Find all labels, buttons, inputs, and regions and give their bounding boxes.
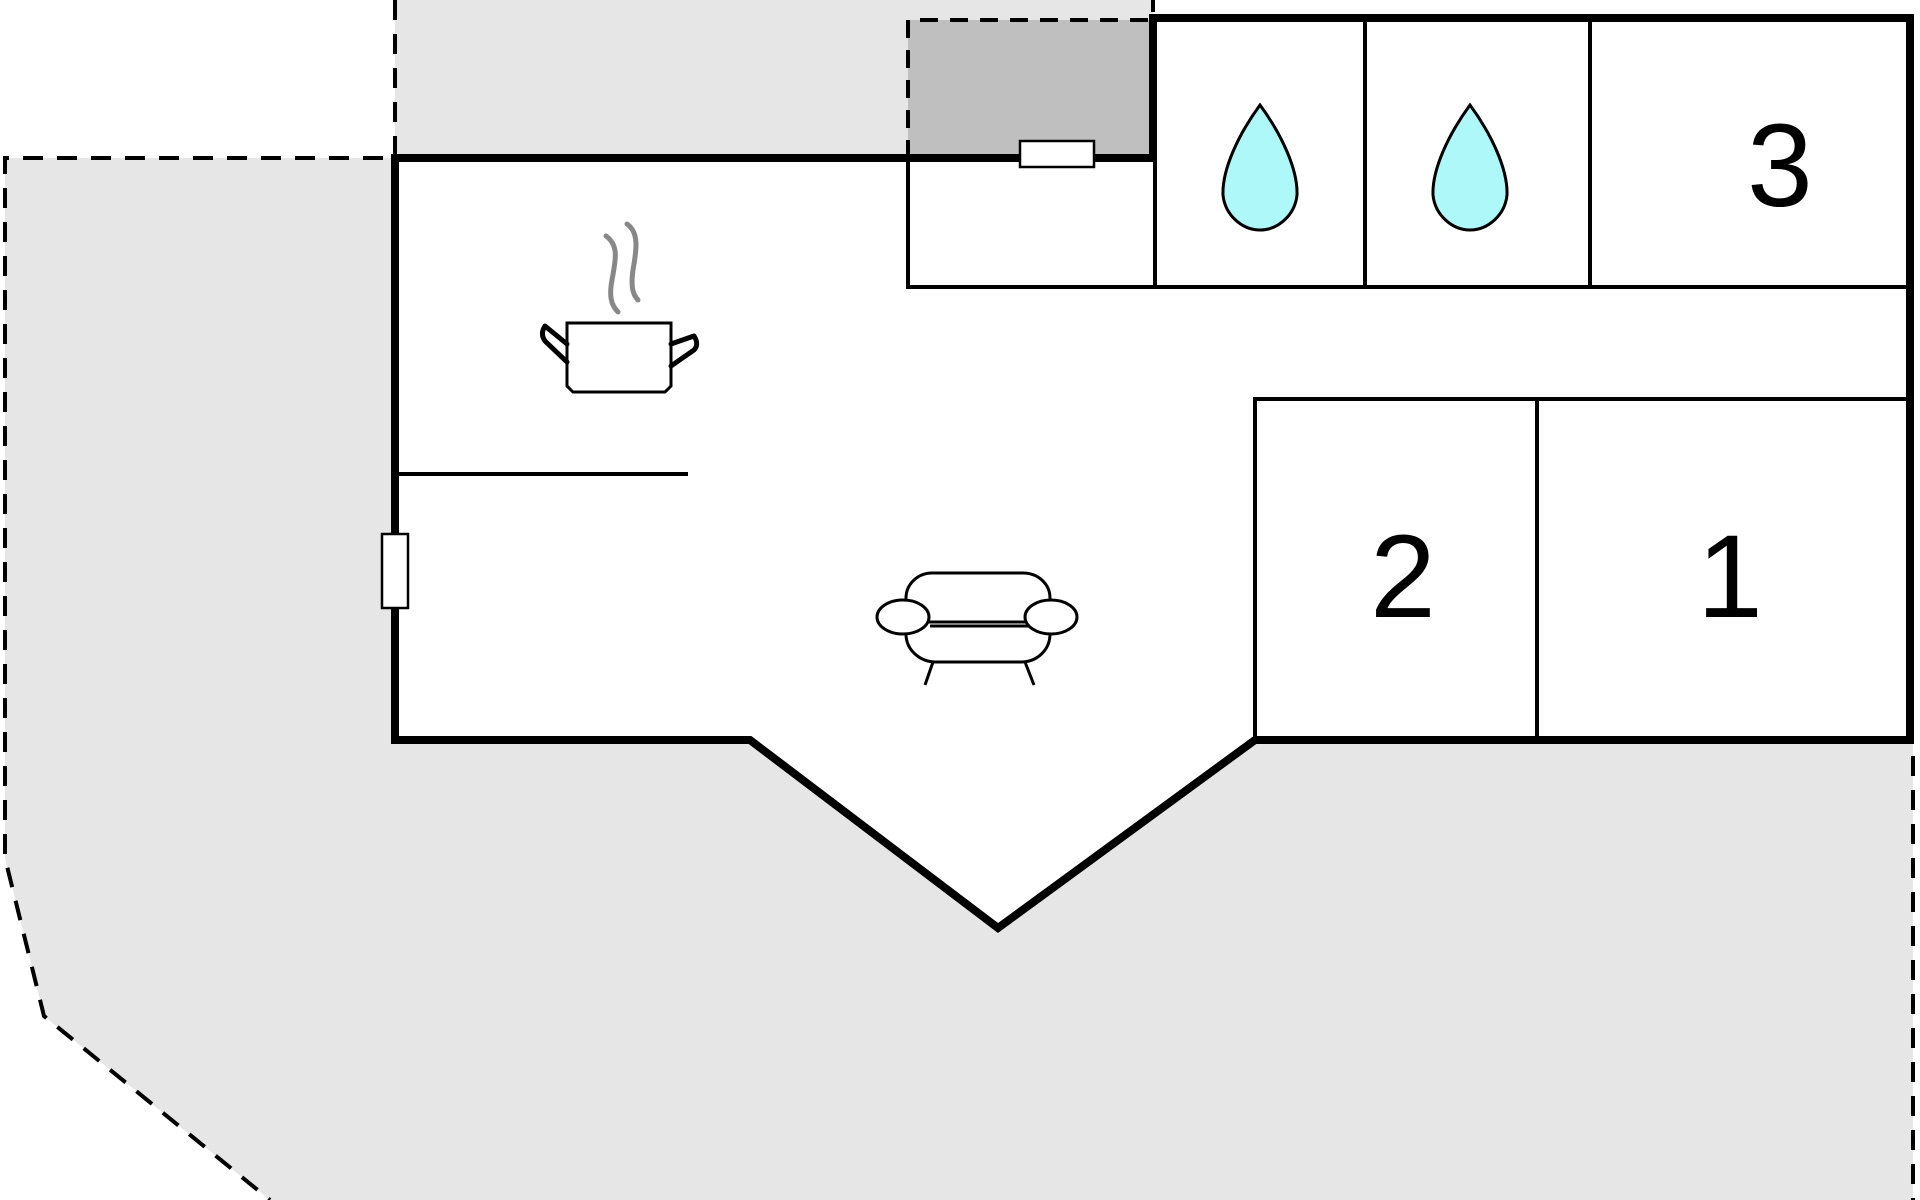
windows [380, 139, 1096, 610]
covered-porch-boundary [906, 18, 1153, 158]
interior-walls [397, 18, 1910, 740]
covered-porch [906, 18, 1153, 158]
sofa-icon [875, 571, 1079, 686]
room-number-3: 3 [1747, 100, 1813, 232]
room-numbers: 3 2 1 [1370, 100, 1813, 643]
covered-porch-area [908, 20, 1153, 158]
wall-utility-room [906, 158, 1910, 289]
window-top [1018, 139, 1096, 169]
exterior-walls [391, 14, 1914, 933]
exterior-wall-outline [391, 14, 1914, 933]
steam-icon [624, 221, 641, 303]
room-number-2: 2 [1370, 511, 1436, 643]
wall-bedrooms [1253, 397, 1910, 740]
terrace-boundary-left [3, 0, 397, 1200]
cooking-pot-icon [540, 221, 700, 394]
steam-icon [603, 233, 621, 315]
house-floor [395, 18, 1910, 928]
window-left [380, 532, 410, 610]
room-number-1: 1 [1697, 511, 1763, 643]
water-drop-icon [1431, 102, 1509, 232]
water-drop-icon [1221, 102, 1299, 232]
